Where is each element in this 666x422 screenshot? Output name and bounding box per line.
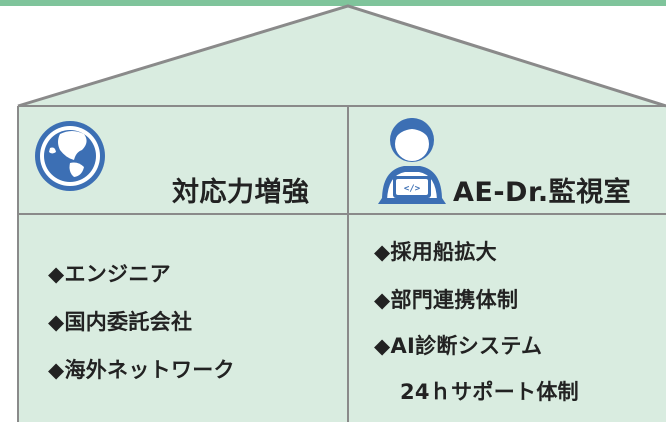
- list-item: ◆AI診断システム: [374, 334, 543, 358]
- left-heading: 対応力増強: [172, 177, 310, 208]
- list-item: ◆エンジニア: [48, 262, 171, 286]
- list-item: ◆採用船拡大: [374, 240, 497, 264]
- roof-line: [17, 4, 666, 108]
- laptop-code-text: </>: [404, 184, 421, 194]
- list-item: ◆国内委託会社: [48, 310, 193, 334]
- list-item: ◆海外ネットワーク: [48, 358, 235, 382]
- list-item: 24ｈサポート体制: [400, 380, 579, 404]
- right-heading: AE-Dr.監視室: [453, 177, 632, 208]
- top-banner: [0, 0, 666, 6]
- list-item: ◆部門連携体制: [374, 288, 519, 312]
- globe-icon: [35, 121, 105, 191]
- engineer-laptop-icon: </>: [378, 118, 446, 204]
